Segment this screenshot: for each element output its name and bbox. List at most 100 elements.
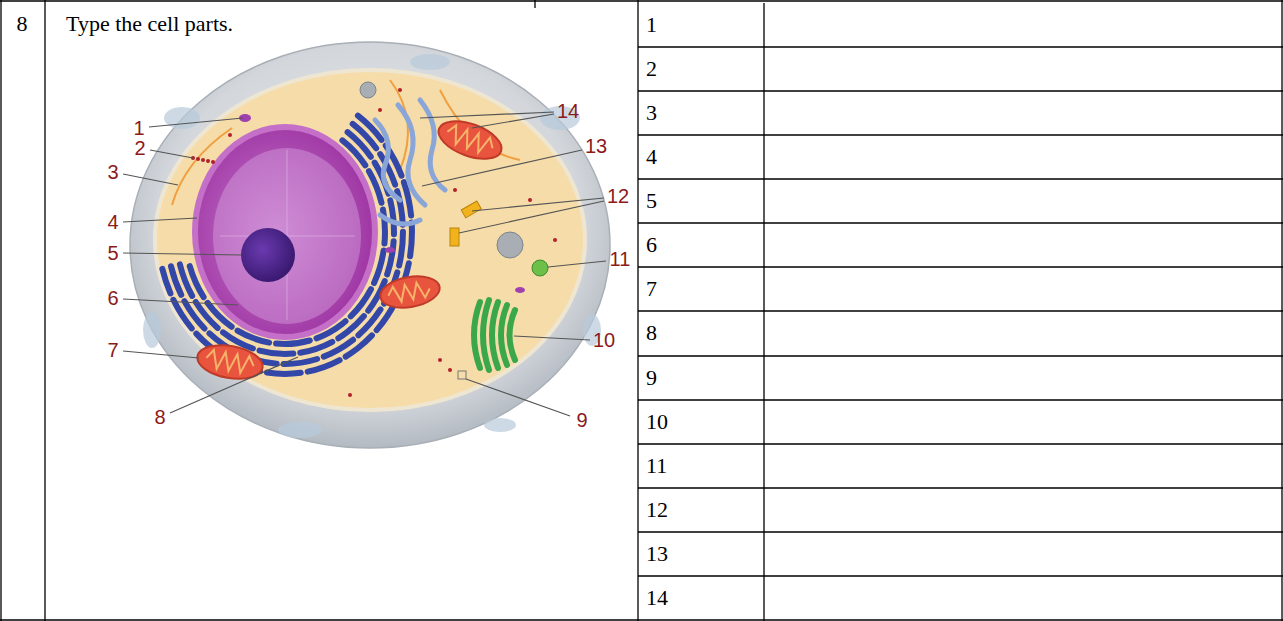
table-lines bbox=[763, 3, 764, 621]
leader-line bbox=[170, 357, 298, 413]
vesicles bbox=[458, 371, 466, 379]
row-number: 8 bbox=[646, 320, 657, 346]
row-number: 10 bbox=[646, 408, 668, 434]
rough-er bbox=[162, 116, 412, 374]
callout-number: 7 bbox=[107, 338, 118, 362]
cytoplasm bbox=[155, 70, 585, 410]
row-number: 13 bbox=[646, 541, 668, 567]
ribosomes bbox=[553, 238, 557, 242]
callout-number: 2 bbox=[134, 136, 145, 160]
vesicles bbox=[385, 247, 395, 253]
leader-line bbox=[123, 174, 178, 185]
table-lines bbox=[0, 0, 1, 621]
leader-line bbox=[472, 114, 554, 128]
cell-membrane bbox=[130, 42, 610, 448]
mitochondrion bbox=[387, 281, 431, 304]
row-number: 7 bbox=[646, 276, 657, 302]
ribosomes bbox=[448, 368, 452, 372]
table-lines bbox=[0, 0, 1283, 1]
callout-number: 10 bbox=[593, 328, 615, 352]
mitochondrion bbox=[195, 341, 266, 384]
vesicles bbox=[239, 82, 548, 379]
table-lines bbox=[0, 619, 1283, 620]
smooth-er bbox=[375, 100, 445, 224]
row-number: 14 bbox=[646, 585, 668, 611]
mitochondrion bbox=[444, 123, 495, 156]
row-number: 4 bbox=[646, 144, 657, 170]
leader-line bbox=[466, 379, 570, 416]
golgi-apparatus bbox=[474, 300, 515, 370]
table-lines bbox=[638, 399, 1283, 400]
table-lines bbox=[534, 0, 535, 8]
leader-line bbox=[123, 112, 606, 416]
row-number: 5 bbox=[646, 188, 657, 214]
row-number: 11 bbox=[646, 452, 667, 478]
table-lines bbox=[638, 222, 1283, 223]
cell-membrane bbox=[484, 418, 516, 432]
centrioles bbox=[461, 201, 481, 218]
cell-membrane bbox=[130, 42, 610, 448]
callout-number: 1 bbox=[133, 116, 144, 140]
ribosomes bbox=[398, 88, 402, 92]
table-lines bbox=[44, 0, 45, 621]
row-number: 6 bbox=[646, 232, 657, 258]
ribosomes bbox=[191, 88, 557, 397]
callout-number: 14 bbox=[557, 99, 579, 123]
ribosomes bbox=[201, 158, 205, 162]
table-lines bbox=[638, 90, 1283, 91]
ribosomes bbox=[228, 133, 232, 137]
leader-line bbox=[149, 118, 243, 127]
rough-er bbox=[180, 132, 394, 354]
table-lines bbox=[638, 443, 1283, 444]
rough-er bbox=[188, 140, 385, 344]
ribosomes bbox=[348, 393, 352, 397]
leader-line bbox=[123, 299, 238, 305]
row-number: 12 bbox=[646, 497, 668, 523]
leader-line bbox=[150, 150, 193, 158]
nucleus bbox=[241, 228, 295, 282]
callout-number: 6 bbox=[107, 286, 118, 310]
mitochondrion bbox=[195, 114, 507, 384]
callout-number: 5 bbox=[107, 241, 118, 265]
vesicles bbox=[515, 287, 525, 293]
table-lines bbox=[638, 46, 1283, 47]
golgi-apparatus bbox=[510, 310, 516, 360]
mitochondrion bbox=[378, 272, 442, 312]
cell-membrane bbox=[278, 422, 322, 438]
table-lines bbox=[638, 575, 1283, 576]
ribosomes bbox=[528, 198, 532, 202]
callout-number: 3 bbox=[107, 160, 118, 184]
vesicles bbox=[532, 260, 548, 276]
vesicles bbox=[497, 232, 523, 258]
row-number: 9 bbox=[646, 364, 657, 390]
centrioles bbox=[450, 201, 481, 246]
table-lines bbox=[638, 355, 1283, 356]
row-number: 2 bbox=[646, 56, 657, 82]
nucleus bbox=[220, 150, 355, 320]
ribosomes bbox=[196, 157, 200, 161]
smooth-er bbox=[420, 100, 445, 190]
table-lines bbox=[638, 487, 1283, 488]
leader-line bbox=[514, 336, 590, 340]
golgi-apparatus bbox=[474, 302, 480, 368]
question-text: Type the cell parts. bbox=[66, 11, 233, 37]
leader-line bbox=[123, 253, 241, 255]
ribosomes bbox=[378, 108, 382, 112]
cell-membrane bbox=[164, 107, 200, 129]
cytoplasm bbox=[155, 70, 585, 410]
row-number: 1 bbox=[646, 12, 657, 38]
golgi-apparatus bbox=[501, 305, 507, 365]
table-lines bbox=[638, 531, 1283, 532]
leader-line bbox=[472, 198, 604, 211]
ribosomes bbox=[438, 358, 442, 362]
mitochondrion bbox=[195, 341, 266, 384]
golgi-apparatus bbox=[492, 302, 498, 368]
golgi-apparatus bbox=[483, 300, 489, 370]
ribosomes bbox=[453, 188, 457, 192]
row-number: 3 bbox=[646, 100, 657, 126]
cell-membrane bbox=[143, 312, 161, 348]
smooth-er bbox=[380, 215, 420, 224]
